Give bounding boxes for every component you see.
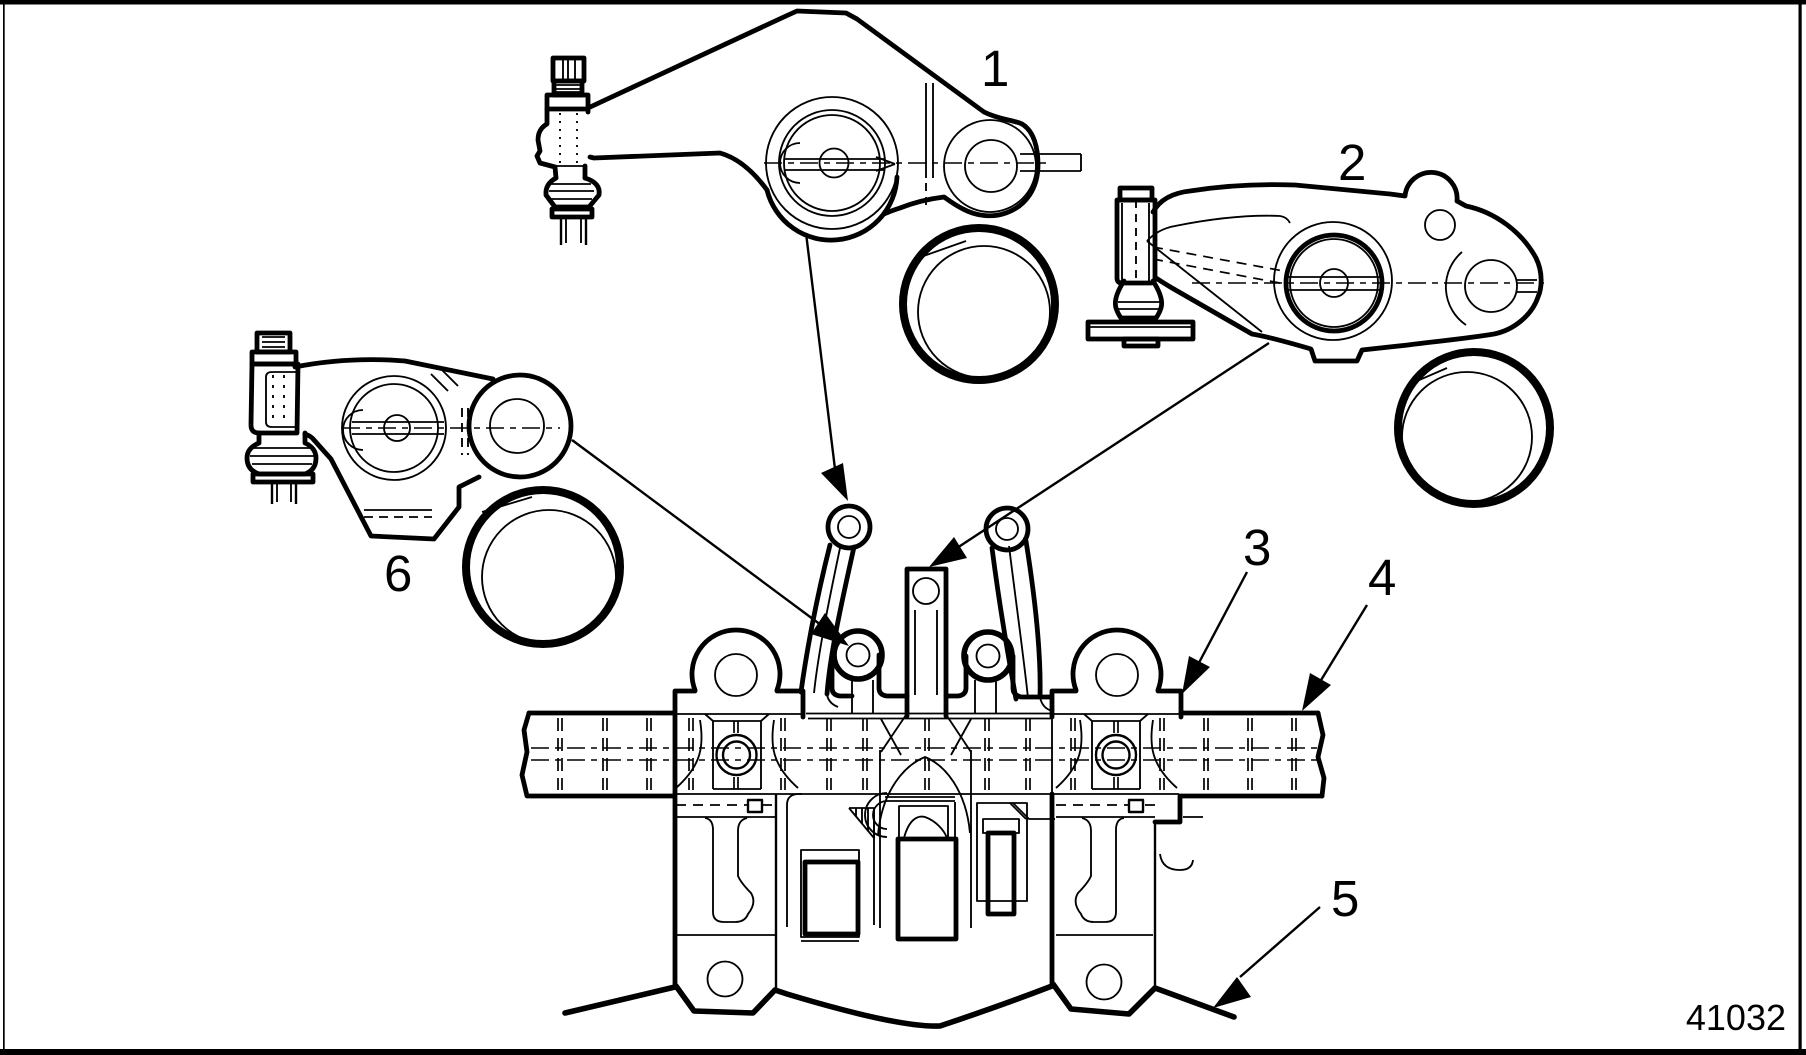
svg-text:1: 1 — [981, 40, 1009, 97]
svg-text:6: 6 — [384, 545, 412, 602]
svg-text:5: 5 — [1331, 870, 1359, 927]
svg-text:3: 3 — [1243, 519, 1271, 576]
svg-text:41032: 41032 — [1686, 997, 1786, 1038]
svg-text:2: 2 — [1338, 134, 1366, 191]
svg-text:4: 4 — [1368, 549, 1396, 606]
